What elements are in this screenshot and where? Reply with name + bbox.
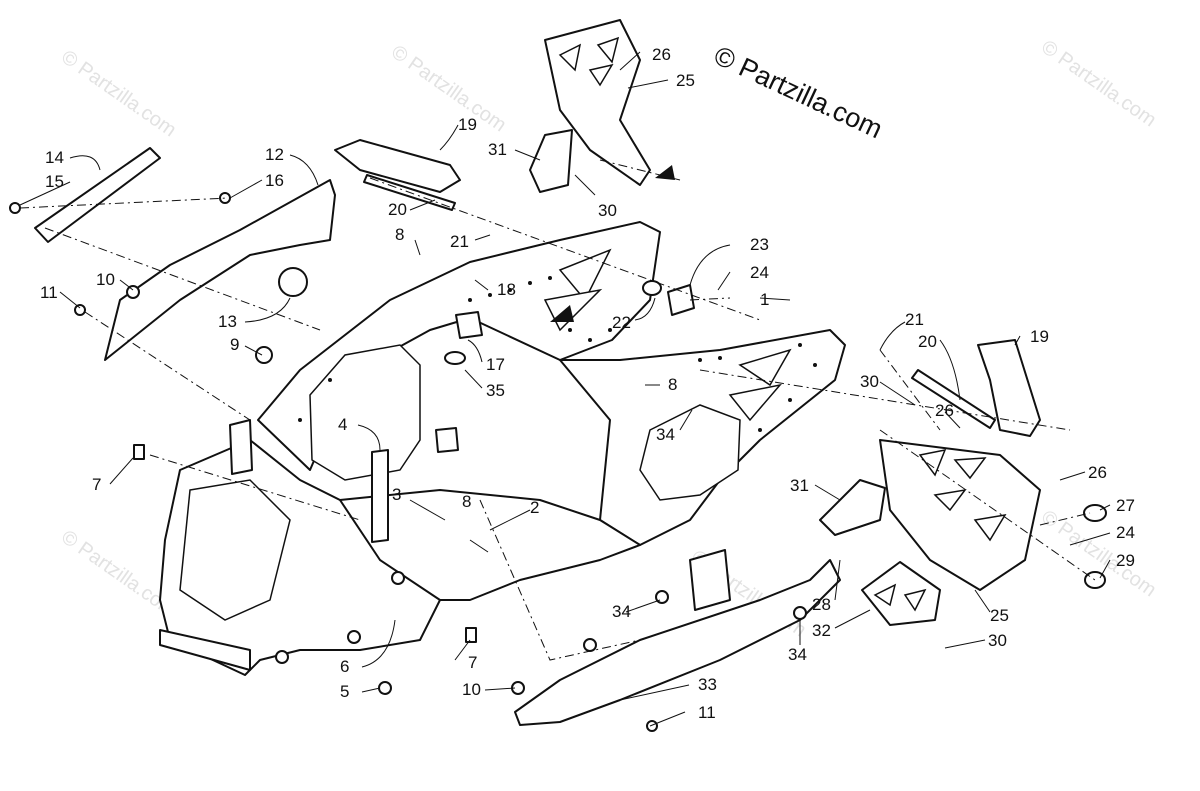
ring-part (255, 346, 273, 364)
callout-33: 33 (698, 675, 717, 694)
callout-8a: 8 (395, 225, 404, 244)
tie-part (444, 351, 466, 365)
callout-6: 6 (340, 657, 349, 676)
callout-28: 28 (812, 595, 831, 614)
bumper-part (34, 147, 161, 243)
mount-plate (667, 284, 695, 316)
watermark-tile: © Partzilla.com (1037, 36, 1160, 131)
arrow-marker (655, 165, 675, 180)
callout-2: 2 (530, 498, 539, 517)
bracket-right (819, 479, 886, 536)
running-board (514, 559, 841, 726)
callout-23: 23 (750, 235, 769, 254)
bracket-upper (529, 129, 573, 193)
arrow-marker (550, 305, 574, 322)
bolt-11b (646, 720, 658, 732)
callout-30b: 30 (860, 372, 879, 391)
brand-watermark: © Partzilla.com (709, 40, 887, 144)
callout-34b: 34 (788, 645, 807, 664)
callout-8: 8 (462, 492, 471, 511)
bolt-16 (219, 192, 231, 204)
callout-26c: 26 (1088, 463, 1107, 482)
callout-8b: 8 (668, 375, 677, 394)
callout-7: 7 (92, 475, 101, 494)
callout-26b: 26 (935, 401, 954, 420)
callout-12: 12 (265, 145, 284, 164)
callout-11: 11 (40, 283, 58, 302)
callout-32: 32 (812, 621, 831, 640)
callout-13: 13 (218, 312, 237, 331)
bolt-11 (74, 304, 86, 316)
heel-plate (861, 561, 941, 626)
callout-21: 21 (450, 232, 469, 251)
front-frame-assembly (159, 221, 846, 676)
callout-4: 4 (338, 415, 347, 434)
callout-31b: 31 (790, 476, 809, 495)
washer-27 (1083, 504, 1107, 522)
callout-10b: 10 (462, 680, 481, 699)
bolt-10 (126, 285, 140, 299)
callout-34c: 34 (656, 425, 675, 444)
callout-24: 24 (750, 263, 769, 282)
washer-5 (378, 681, 392, 695)
callout-17: 17 (486, 355, 505, 374)
footrest-plate-right (879, 439, 1041, 591)
callout-19: 19 (458, 115, 477, 134)
callout-1: 1 (760, 290, 769, 309)
callout-24b: 24 (1116, 523, 1135, 542)
callout-19b: 19 (1030, 327, 1049, 346)
bolt-15 (9, 202, 21, 214)
callout-27: 27 (1116, 496, 1135, 515)
spacer-part (642, 280, 662, 296)
callout-11b: 11 (698, 703, 716, 722)
grommet-part (278, 267, 308, 297)
bolt-7 (133, 444, 145, 460)
callout-30: 30 (598, 201, 617, 220)
callout-labels: 14 15 12 16 11 10 13 9 4 7 3 8 2 6 5 7 1… (40, 45, 1135, 722)
callout-7b: 7 (468, 653, 477, 672)
callout-25: 25 (676, 71, 695, 90)
callout-21b: 21 (905, 310, 924, 329)
callout-35: 35 (486, 381, 505, 400)
washer-6b (275, 650, 289, 664)
callout-26: 26 (652, 45, 671, 64)
callout-34: 34 (612, 602, 631, 621)
bushing-6 (391, 571, 405, 585)
callout-14: 14 (45, 148, 64, 167)
assembly-lines (19, 159, 1096, 661)
handle-tube-right (977, 339, 1041, 437)
callout-22: 22 (612, 313, 631, 332)
callout-18: 18 (497, 280, 516, 299)
callout-3: 3 (392, 485, 401, 504)
rivet-pattern (298, 276, 817, 432)
leader-lines (19, 51, 1111, 727)
callout-25b: 25 (990, 606, 1009, 625)
callout-10: 10 (96, 270, 115, 289)
callout-31: 31 (488, 140, 507, 159)
washer-6 (347, 630, 361, 644)
bolt-7b (465, 627, 477, 643)
callout-5: 5 (340, 682, 349, 701)
watermark-tile: © Partzilla.com (57, 46, 180, 141)
handle-tube-part (334, 139, 461, 193)
watermark-tile: © Partzilla.com (387, 41, 510, 136)
front-rail-part (104, 179, 336, 361)
callout-20: 20 (388, 200, 407, 219)
callout-9: 9 (230, 335, 239, 354)
callout-16: 16 (265, 171, 284, 190)
callout-30c: 30 (988, 631, 1007, 650)
callout-20b: 20 (918, 332, 937, 351)
clip-part (455, 311, 483, 339)
callout-15: 15 (45, 172, 64, 191)
callout-29: 29 (1116, 551, 1135, 570)
